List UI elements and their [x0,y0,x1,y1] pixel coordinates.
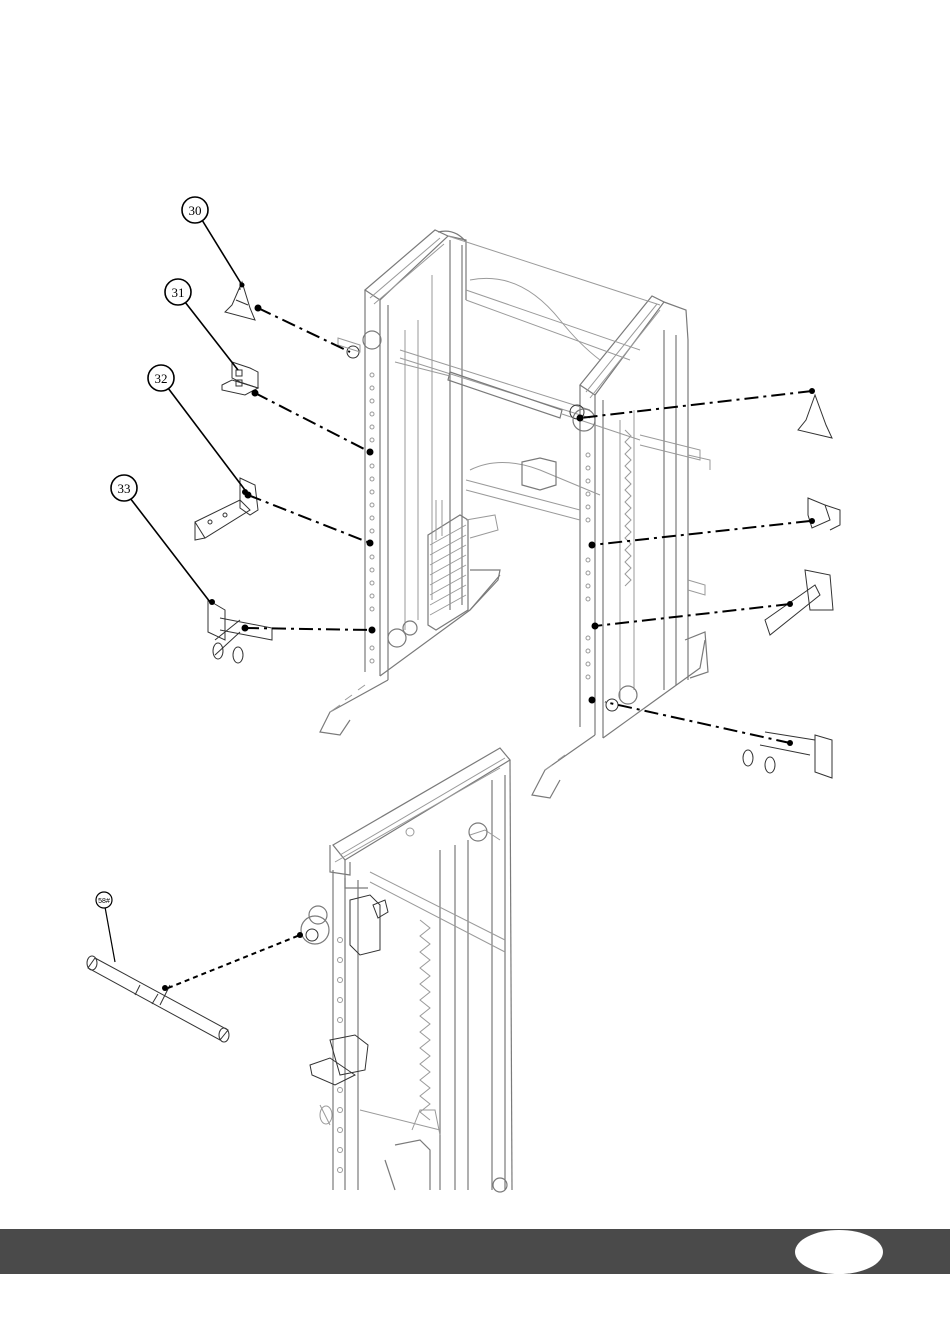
callout-58-label: 58# [98,898,110,905]
accessory-handle-right [798,388,832,438]
detail-view [301,748,512,1192]
accessory-jhook-33 [208,599,272,663]
page-number-badge [795,1230,883,1274]
left-hole-column [370,373,374,663]
accessory-bracket-31 [222,362,258,395]
assembly-lines [242,305,813,744]
accessory-jhook-right [743,732,832,778]
accessory-bracket-right [808,498,840,530]
accessory-handle-30 [225,282,255,320]
right-hole-column [586,453,590,679]
callout-58: 58# [96,892,115,962]
callout-32-label: 32 [155,371,168,386]
handle-assembly-line [168,935,300,988]
accessory-arm-right [765,570,833,635]
straight-bar-handle [87,956,229,1042]
callout-33-label: 33 [118,481,131,496]
callout-31-label: 31 [172,285,185,300]
callout-30-label: 30 [189,203,202,218]
callout-30: 30 [182,197,242,285]
callout-32: 32 [148,365,245,490]
callout-31: 31 [165,279,238,370]
accessory-arm-32 [195,478,258,540]
